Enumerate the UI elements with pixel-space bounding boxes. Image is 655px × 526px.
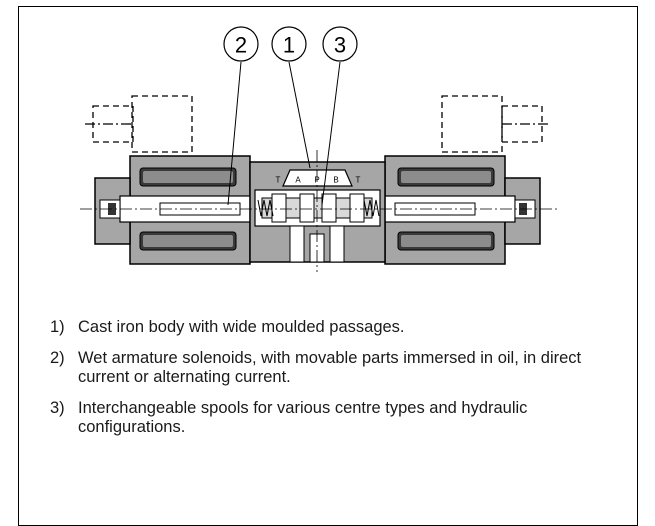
valve-cross-section-diagram: T A P B T 2 1 3	[80, 26, 560, 272]
callout-3-label: 3	[334, 33, 346, 58]
callout-3: 3	[322, 26, 358, 62]
note-number: 3)	[50, 399, 65, 417]
callout-1-label: 1	[283, 33, 295, 58]
figure-frame	[18, 6, 638, 526]
note-number: 2)	[50, 349, 65, 367]
port-label-b: B	[333, 176, 338, 185]
notes-list: 1) Cast iron body with wide moulded pass…	[50, 318, 610, 449]
port-label-a: A	[295, 176, 301, 185]
callout-1: 1	[271, 26, 307, 62]
port-label-t-right: T	[356, 176, 361, 185]
left-solenoid	[94, 155, 251, 265]
note-number: 1)	[50, 318, 65, 336]
note-item: 2) Wet armature solenoids, with movable …	[50, 349, 610, 387]
note-text: Interchangeable spools for various centr…	[78, 399, 528, 436]
note-text: Wet armature solenoids, with movable par…	[78, 349, 582, 386]
port-label-t-left: T	[276, 176, 281, 185]
callout-2-label: 2	[235, 33, 247, 58]
valve-body: T A P B T	[249, 161, 386, 263]
note-item: 1) Cast iron body with wide moulded pass…	[50, 318, 610, 337]
note-text: Cast iron body with wide moulded passage…	[78, 318, 405, 336]
note-item: 3) Interchangeable spools for various ce…	[50, 399, 610, 437]
callout-leaders	[227, 61, 341, 206]
callout-2: 2	[223, 26, 259, 62]
right-connector-outline	[441, 95, 550, 153]
centre-lines	[80, 150, 560, 272]
right-solenoid	[384, 155, 541, 265]
left-connector-outline	[85, 95, 193, 153]
